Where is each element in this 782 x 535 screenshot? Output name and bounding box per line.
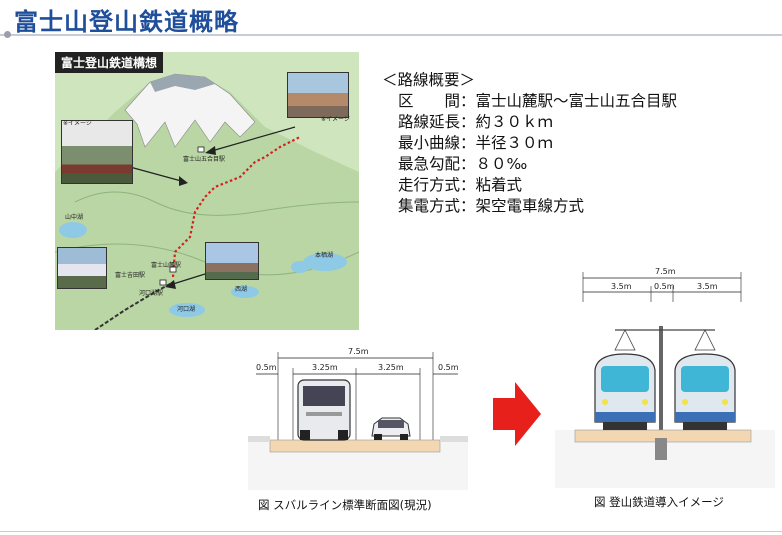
label-image-right: ※イメージ	[321, 116, 350, 123]
train-icon-right	[674, 353, 736, 430]
railway-cross-section: 7.5m 3.5m 0.5m 3.5m	[555, 262, 775, 488]
title-divider	[0, 34, 782, 36]
overview-row: 最小曲線：半径３０ｍ	[398, 134, 554, 152]
overview-row: 区 間：富士山麓駅～富士山五合目駅	[398, 92, 678, 110]
caption-road-section: 図 スバルライン標準断面図(現況)	[258, 498, 432, 512]
label-fumoto-station: 富士山麓駅	[151, 262, 182, 269]
route-map: 富士山五合目駅 富士山麓駅 富士吉田駅 河口湖駅 ※イメージ ※イメージ 山中湖…	[55, 52, 359, 330]
label-yoshida-station: 富士吉田駅	[115, 272, 146, 279]
footer-divider	[0, 531, 782, 532]
title-bullet	[4, 31, 11, 38]
overview-row: 路線延長：約３０ｋｍ	[398, 113, 554, 131]
town-photo	[205, 242, 259, 280]
overview-heading: ＜路線概要＞	[382, 71, 476, 89]
dim-track-left: 3.5m	[611, 282, 632, 291]
bus-icon	[297, 379, 351, 441]
label-gogome-station: 富士山五合目駅	[183, 156, 226, 163]
label-lake-yamanaka: 山中湖	[65, 214, 84, 221]
map-title: 富士登山鉄道構想	[55, 52, 164, 73]
dim-shoulder-right: 0.5m	[438, 363, 459, 372]
station-photo-right	[287, 72, 349, 118]
label-lake-sai: 西湖	[235, 286, 248, 293]
overview-row: 走行方式：粘着式	[398, 176, 523, 194]
label-image-left: ※イメージ	[63, 120, 92, 127]
page-title: 富士山登山鉄道概略	[14, 8, 239, 36]
dim-track-right: 3.5m	[697, 282, 718, 291]
overview-row: 集電方式：架空電車線方式	[398, 197, 585, 215]
fujikyu-train-photo	[57, 247, 107, 289]
dim-center: 0.5m	[654, 282, 675, 291]
label-lake-kawaguchi: 河口湖	[177, 306, 196, 313]
overview-rows: 区 間：富士山麓駅～富士山五合目駅 路線延長：約３０ｋｍ 最小曲線：半径３０ｍ …	[382, 91, 677, 217]
car-icon	[371, 417, 411, 440]
route-overview: ＜路線概要＞ 区 間：富士山麓駅～富士山五合目駅 路線延長：約３０ｋｍ 最小曲線…	[382, 70, 677, 217]
train-icon-left	[594, 353, 656, 430]
dim-total: 7.5m	[348, 347, 369, 356]
overview-row: 最急勾配：８０‰	[398, 155, 528, 173]
dim-total: 7.5m	[655, 267, 676, 276]
right-arrow-icon	[493, 382, 541, 446]
dim-lane-1: 3.25m	[312, 363, 338, 372]
label-lake-motosu: 本栖湖	[315, 252, 334, 259]
label-kawaguchiko-station: 河口湖駅	[139, 290, 164, 297]
dim-shoulder-left: 0.5m	[256, 363, 277, 372]
dim-lane-2: 3.25m	[378, 363, 404, 372]
caption-railway-image: 図 登山鉄道導入イメージ	[594, 495, 724, 509]
road-cross-section: 7.5m 3.25m 3.25m 0.5m 0.5m	[248, 340, 468, 490]
train-photo-left	[61, 120, 133, 184]
